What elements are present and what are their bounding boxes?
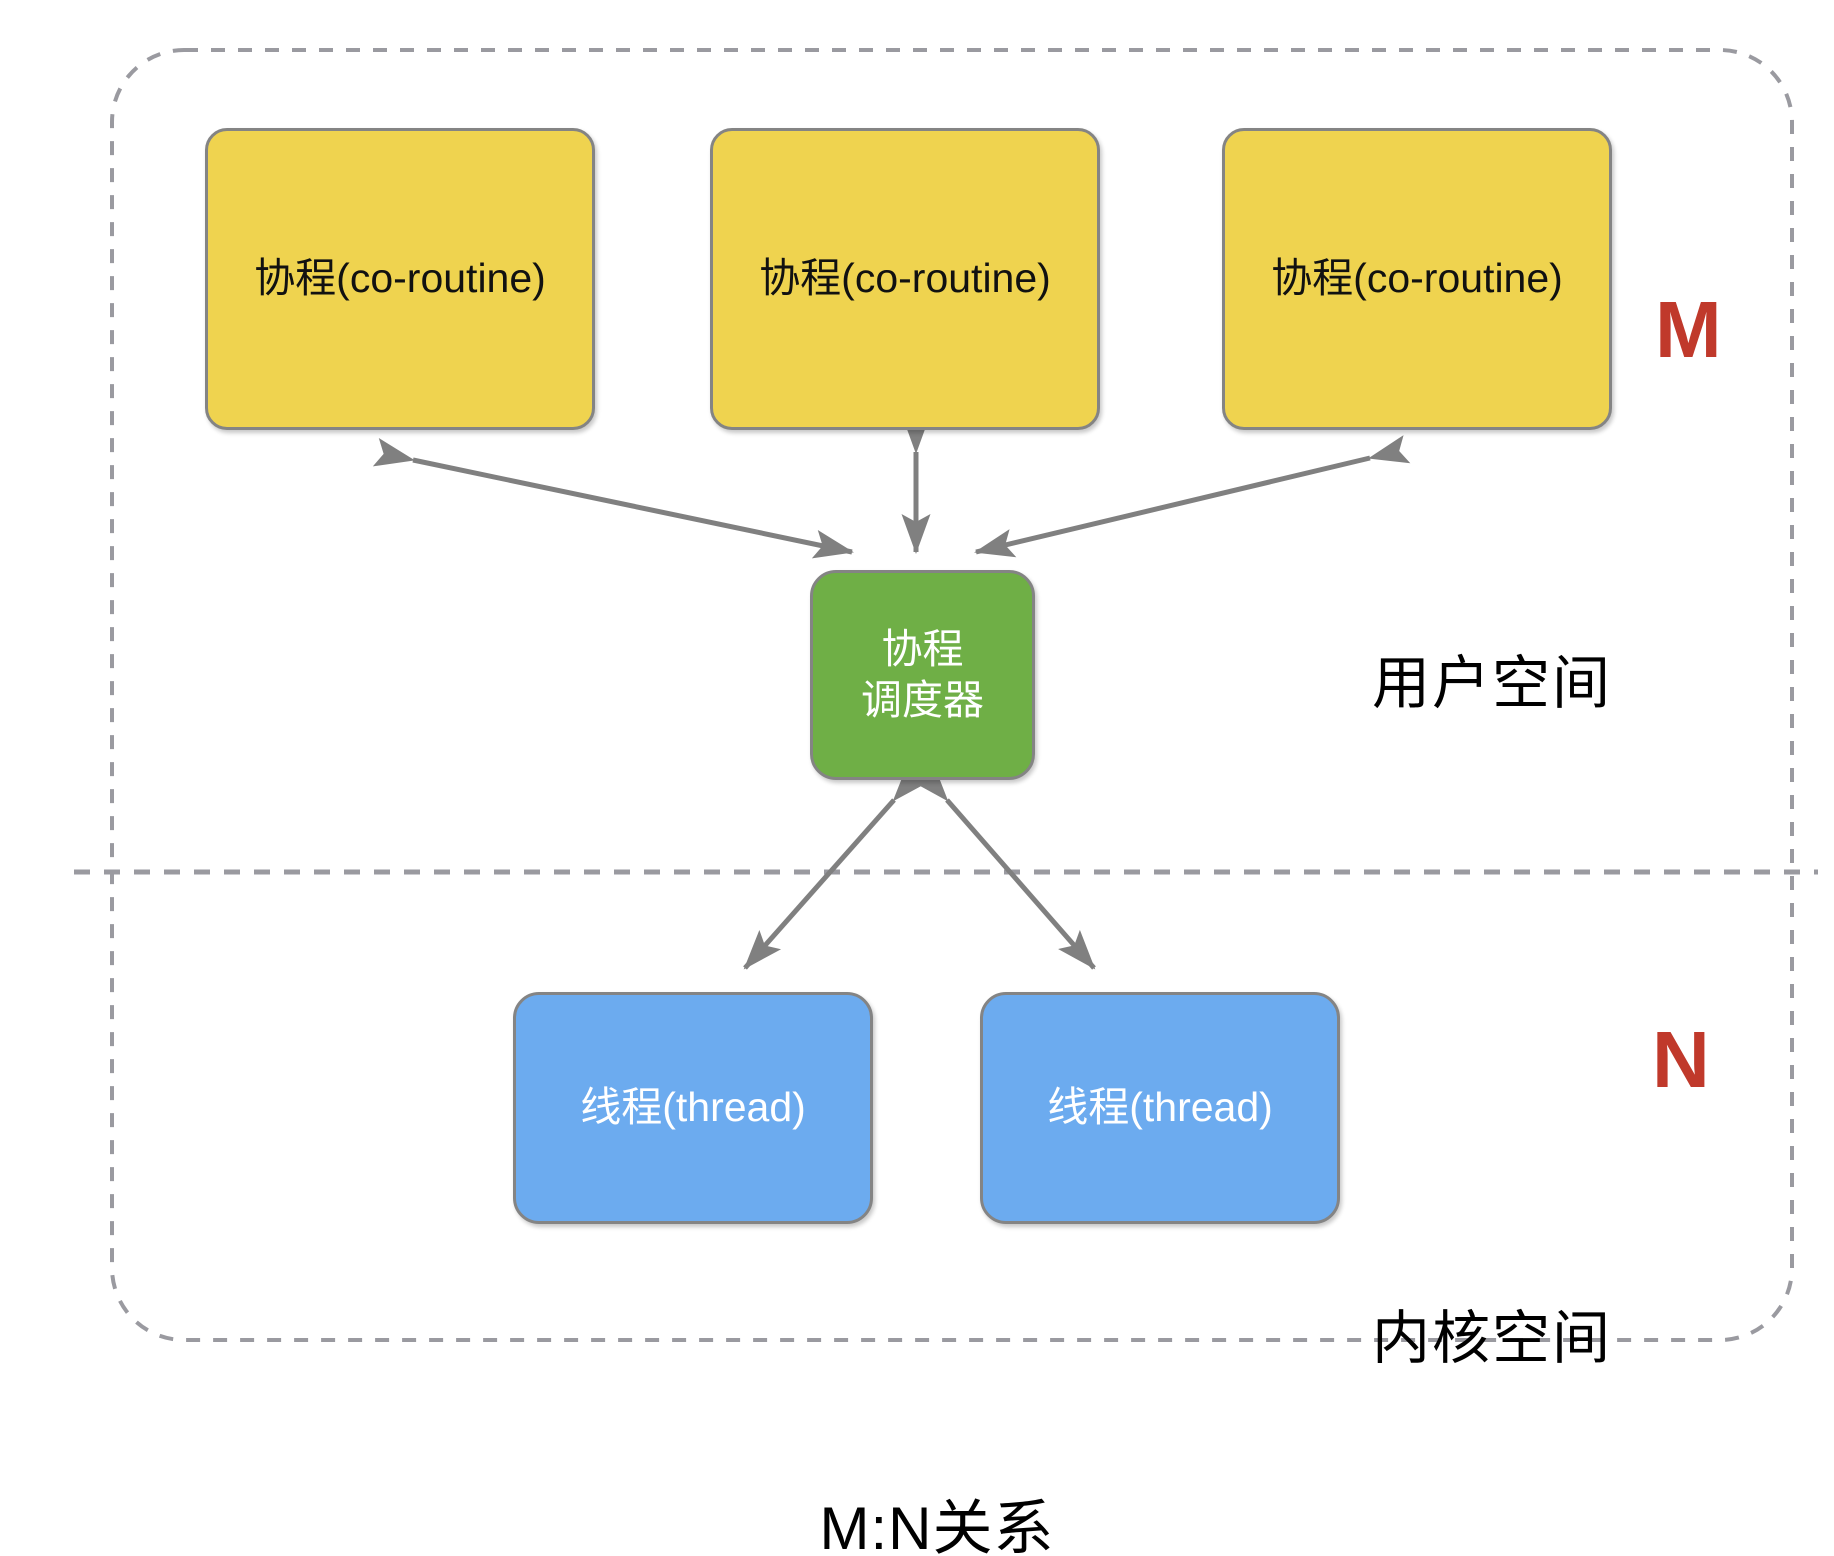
kernel-space-label: 内核空间	[1372, 1306, 1613, 1371]
thread-box-1[interactable]: 线程(thread)	[513, 992, 873, 1224]
coroutine-box-1[interactable]: 协程(co-routine)	[205, 128, 595, 430]
arrow-scheduler-thread1	[743, 761, 931, 970]
thread-box-2-label: 线程(thread)	[1047, 1084, 1273, 1131]
arrow-scheduler-thread2	[911, 761, 1096, 970]
coroutine-box-3-label: 协程(co-routine)	[1271, 255, 1563, 302]
coroutine-box-2[interactable]: 协程(co-routine)	[710, 128, 1100, 430]
arrow-coroutine3-scheduler	[974, 435, 1411, 558]
arrow-coroutine1-scheduler	[372, 438, 854, 559]
coroutine-box-1-label: 协程(co-routine)	[254, 255, 546, 302]
diagram-caption-text: M:N关系	[819, 1495, 1055, 1556]
thread-box-2[interactable]: 线程(thread)	[980, 992, 1340, 1224]
diagram-caption: M:N关系	[0, 1480, 1834, 1556]
coroutine-box-2-label: 协程(co-routine)	[759, 255, 1051, 302]
scheduler-label-line2: 调度器	[861, 677, 984, 723]
multiplicity-label-m: M	[1655, 285, 1722, 374]
scheduler-label: 协程 调度器	[861, 624, 984, 727]
coroutine-scheduler-box[interactable]: 协程 调度器	[810, 570, 1035, 780]
scheduler-label-line1: 协程	[881, 625, 964, 672]
user-space-label: 用户空间	[1372, 651, 1613, 716]
coroutine-box-3[interactable]: 协程(co-routine)	[1222, 128, 1612, 430]
thread-box-1-label: 线程(thread)	[580, 1084, 806, 1131]
multiplicity-label-n: N	[1652, 1015, 1710, 1104]
